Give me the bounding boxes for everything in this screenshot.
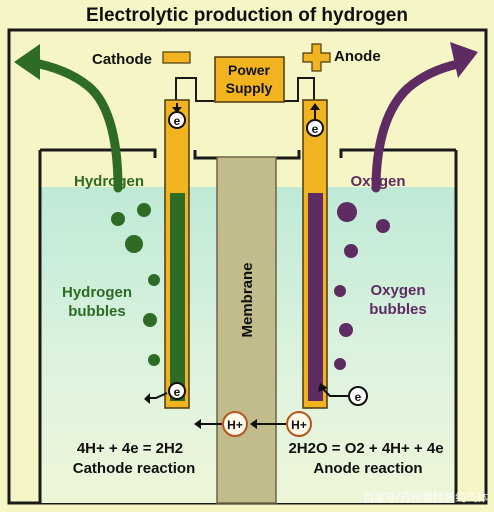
proton-icon xyxy=(222,411,248,437)
tank-lid xyxy=(40,148,456,158)
oxygen-bubbles-label-line2: bubbles xyxy=(369,301,427,318)
arrow-up-left-icon xyxy=(318,383,328,392)
power-supply-line2: Supply xyxy=(226,80,273,96)
cathode-immersed xyxy=(170,193,185,401)
cathode-wire xyxy=(175,77,214,102)
electron-label: e xyxy=(355,390,362,404)
oxygen-bubble xyxy=(376,219,390,233)
arrow-up-icon xyxy=(310,103,320,110)
electron-label: e xyxy=(174,114,181,128)
cathode-electron-path xyxy=(149,392,168,399)
hydrogen-bubbles xyxy=(111,203,160,366)
electron-icon xyxy=(348,386,368,406)
hydrogen-bubble xyxy=(143,313,157,327)
oxygen-bubble xyxy=(334,285,346,297)
hydrogen-bubbles-label-line1: Hydrogen xyxy=(62,284,132,301)
proton-icon xyxy=(286,411,312,437)
anode-reaction-name: Anode reaction xyxy=(313,460,422,477)
cathode-reaction-name: Cathode reaction xyxy=(73,460,196,477)
oxygen-bubbles-label-line1: Oxygen xyxy=(370,282,425,299)
anode-label: Anode xyxy=(334,48,381,65)
oxygen-bubbles xyxy=(334,202,390,370)
hydrogen-bubble xyxy=(111,212,125,226)
oxygen-gas-label: Oxygen xyxy=(350,173,405,190)
hydrogen-bubble xyxy=(137,203,151,217)
anode-electron-path xyxy=(321,387,348,397)
anode-immersed xyxy=(308,193,323,401)
hydrogen-gas-label: Hydrogen xyxy=(74,173,144,190)
hydrogen-bubbles-label-line2: bubbles xyxy=(68,303,126,320)
cathode-reaction-equation: 4H+ + 4e = 2H2 xyxy=(77,440,183,457)
proton-label: H+ xyxy=(227,418,243,432)
arrow-left-icon xyxy=(194,419,201,429)
membrane xyxy=(216,156,277,504)
proton-label: H+ xyxy=(291,418,307,432)
oxygen-flow-arrow xyxy=(371,59,463,193)
hydrogen-flow-arrow xyxy=(25,57,123,193)
electron-icon xyxy=(168,111,186,129)
hydrogen-bubble xyxy=(125,235,143,253)
hydrogen-arrow-head xyxy=(14,44,40,80)
oxygen-bubble xyxy=(334,358,346,370)
plus-sign-icon xyxy=(302,43,331,72)
membrane-label: Membrane xyxy=(239,262,256,337)
arrow-left-icon xyxy=(144,393,150,404)
arrow-left-icon xyxy=(250,419,257,429)
electron-icon xyxy=(168,382,186,400)
electron-label: e xyxy=(174,385,181,399)
power-supply-box xyxy=(214,56,285,103)
hydrogen-bubble xyxy=(148,274,160,286)
hydrogen-bubble xyxy=(148,354,160,366)
power-supply-line1: Power xyxy=(228,62,271,78)
oxygen-bubble xyxy=(344,244,358,258)
oxygen-bubble xyxy=(339,323,353,337)
title: Electrolytic production of hydrogen xyxy=(86,5,408,26)
tank-walls xyxy=(38,150,458,503)
oxygen-bubble xyxy=(337,202,357,222)
minus-sign-icon xyxy=(162,51,191,64)
electron-label: e xyxy=(312,122,319,136)
watermark: 百家号/苏州希特高纯气体 xyxy=(363,491,488,504)
electron-icon xyxy=(306,119,324,137)
cathode-label: Cathode xyxy=(92,51,152,68)
anode-wire xyxy=(284,77,315,102)
anode-reaction-equation: 2H2O = O2 + 4H+ + 4e xyxy=(288,440,443,457)
oxygen-arrow-head xyxy=(450,42,478,78)
cathode-arrow-down-icon xyxy=(172,107,182,113)
